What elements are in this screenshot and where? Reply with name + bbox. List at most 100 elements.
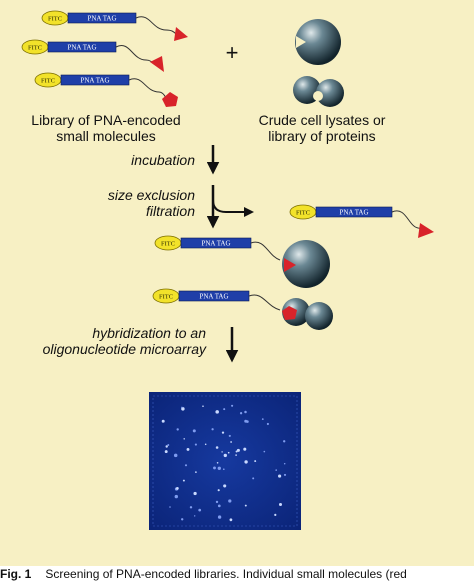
library-proteins-label: Crude cell lysates or library of protein…: [222, 112, 422, 144]
microarray-spot: [278, 502, 283, 507]
linker: [128, 78, 167, 99]
microarray-spot: [239, 412, 243, 415]
microarray-spot: [223, 408, 226, 411]
microarray-spot: [215, 446, 219, 449]
microarray-spot: [217, 466, 221, 470]
microarray-spot: [217, 515, 222, 519]
triangle-ligand: [174, 27, 188, 41]
protein-sphere: [282, 240, 330, 288]
microarray-spot: [204, 443, 207, 446]
caption-text: Screening of PNA-encoded libraries. Indi…: [45, 567, 407, 581]
microarray-spot: [244, 410, 247, 414]
step-size-exclusion: size exclusion filtration: [107, 187, 195, 219]
triangle-ligand: [418, 223, 434, 238]
microarray-spot: [221, 451, 223, 453]
microarray-spot: [222, 468, 225, 471]
microarray-spot: [266, 422, 269, 426]
microarray-spot: [261, 418, 264, 420]
microarray-spot: [164, 450, 168, 454]
pentagon-ligand: [282, 306, 297, 320]
microarray-spot: [235, 454, 237, 456]
microarray-spot: [216, 462, 219, 464]
microarray-spot: [244, 504, 247, 507]
microarray-spot: [193, 491, 197, 496]
microarray-spot: [173, 453, 178, 458]
binding-pocket: [296, 36, 306, 48]
pna-construct-cone: FITC PNA TAG: [21, 39, 164, 72]
microarray-spot: [244, 419, 248, 423]
microarray-spot: [283, 440, 286, 443]
microarray-spot: [230, 441, 232, 443]
linker: [391, 210, 423, 231]
microarray-spot: [215, 410, 219, 414]
microarray: [149, 392, 301, 530]
pna-tag-text: PNA TAG: [339, 209, 368, 217]
microarray-spot: [198, 508, 202, 512]
microarray-spot: [183, 438, 185, 440]
microarray-spot: [169, 506, 171, 508]
microarray-spot: [254, 460, 257, 463]
microarray-spot: [182, 479, 185, 482]
binding-pocket: [313, 91, 323, 101]
microarray-spot: [223, 484, 227, 488]
microarray-spot: [174, 494, 178, 499]
microarray-spot: [228, 434, 231, 437]
microarray-spot: [165, 445, 168, 448]
pna-construct-triangle: FITC PNA TAG: [41, 10, 188, 41]
bound-complex-dimer: FITC PNA TAG: [152, 288, 333, 330]
microarray-spot: [181, 406, 183, 409]
fitc-text: FITC: [159, 294, 173, 301]
linker: [135, 16, 177, 35]
pna-tag-text: PNA TAG: [67, 44, 96, 52]
linker: [115, 45, 155, 65]
screening-diagram: FITC PNA TAG FITC PNA TAG FITC PNA TAG: [21, 10, 434, 530]
microarray-slide: [149, 392, 301, 530]
microarray-spot: [221, 431, 225, 434]
fitc-text: FITC: [48, 16, 62, 23]
flowthrough-arrow: [212, 199, 254, 217]
step-hybridization: hybridization to an oligonucleotide micr…: [42, 325, 206, 357]
microarray-spot: [263, 450, 266, 453]
triangle-ligand: [284, 258, 296, 272]
microarray-spot: [244, 460, 248, 464]
microarray-spot: [202, 405, 204, 407]
protein-sphere-notched: [295, 19, 341, 65]
microarray-spot: [186, 447, 190, 451]
fitc-text: FITC: [41, 78, 55, 85]
microarray-spot: [274, 513, 277, 517]
pentagon-ligand: [162, 92, 178, 107]
microarray-spot: [176, 428, 179, 431]
microarray-spots: [161, 404, 287, 522]
microarray-spot: [227, 451, 230, 454]
microarray-spot: [213, 466, 216, 470]
pna-tag-text: PNA TAG: [201, 240, 230, 248]
microarray-spot: [193, 515, 196, 517]
cone-ligand: [150, 56, 164, 72]
protein-subunit: [305, 302, 333, 330]
pna-tag-text: PNA TAG: [87, 15, 116, 23]
microarray-spot: [231, 404, 234, 407]
microarray-spot: [211, 428, 214, 431]
pna-tag-text: PNA TAG: [199, 293, 228, 301]
microarray-spot: [194, 443, 197, 446]
microarray-spot: [167, 444, 170, 446]
microarray-spot: [278, 474, 282, 478]
microarray-spot: [283, 462, 286, 465]
microarray-spot: [228, 499, 232, 503]
fitc-text: FITC: [161, 241, 175, 248]
pna-construct-pentagon: FITC PNA TAG: [34, 72, 178, 107]
microarray-spot: [229, 518, 233, 522]
bound-complex-sphere: FITC PNA TAG: [154, 235, 330, 288]
library-pna-text: Library of PNA-encoded small molecules: [31, 112, 181, 144]
library-proteins-text: Crude cell lysates or library of protein…: [258, 112, 386, 144]
microarray-spot: [243, 447, 247, 451]
microarray-spot: [252, 477, 255, 480]
microarray-spot: [236, 448, 240, 452]
microarray-border: [152, 395, 298, 527]
microarray-spot: [223, 453, 227, 458]
microarray-spot: [195, 471, 197, 473]
microarray-spot: [161, 419, 165, 423]
microarray-spot: [181, 518, 184, 521]
